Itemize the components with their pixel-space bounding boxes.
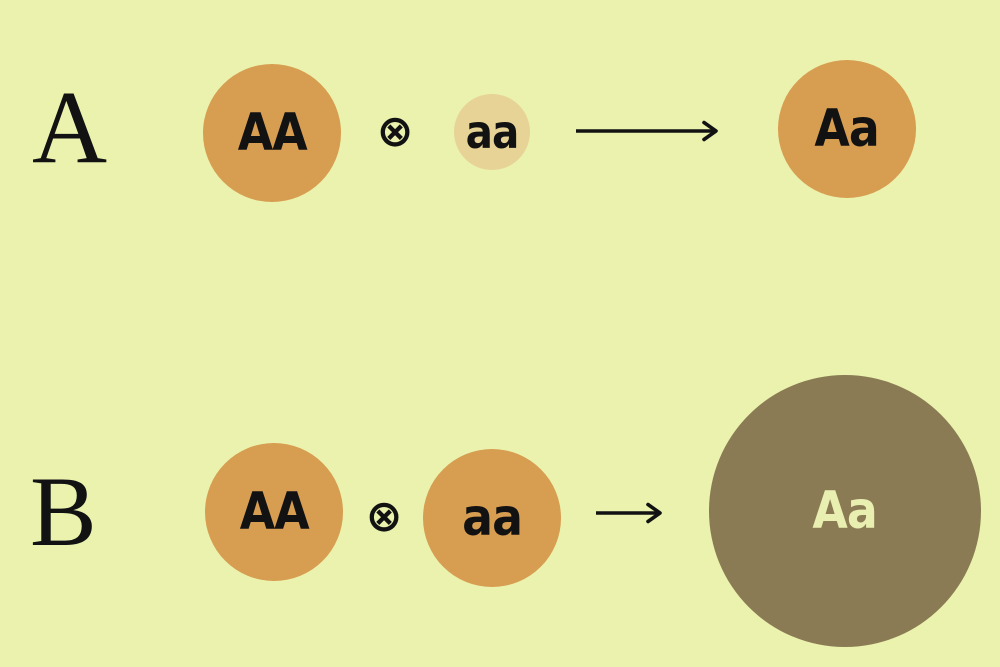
row-a-label: A <box>32 70 108 185</box>
row-a-parent1-genotype: AA <box>237 103 307 163</box>
row-a-parent1-circle: AA <box>203 64 341 202</box>
circled-times-glyph: ⊗ <box>365 491 403 542</box>
row-a-offspring-genotype: Aa <box>814 99 880 159</box>
row-a-offspring-circle: Aa <box>778 60 916 198</box>
arrow-icon <box>576 120 718 142</box>
cross-icon: ⊗ <box>362 495 406 539</box>
row-b-offspring-circle: Aa <box>709 375 981 647</box>
row-b-parent1-circle: AA <box>205 443 343 581</box>
row-b-parent2-circle: aa <box>423 449 561 587</box>
row-b-parent2-genotype: aa <box>461 488 523 548</box>
arrow-icon <box>596 502 662 524</box>
row-a-parent2-circle: aa <box>454 94 530 170</box>
cross-icon: ⊗ <box>373 110 417 154</box>
circled-times-glyph: ⊗ <box>376 106 414 157</box>
row-b-parent1-genotype: AA <box>239 482 309 542</box>
row-b-label: B <box>30 456 97 567</box>
row-b-offspring-genotype: Aa <box>812 481 878 541</box>
row-a-parent2-genotype: aa <box>465 105 520 159</box>
